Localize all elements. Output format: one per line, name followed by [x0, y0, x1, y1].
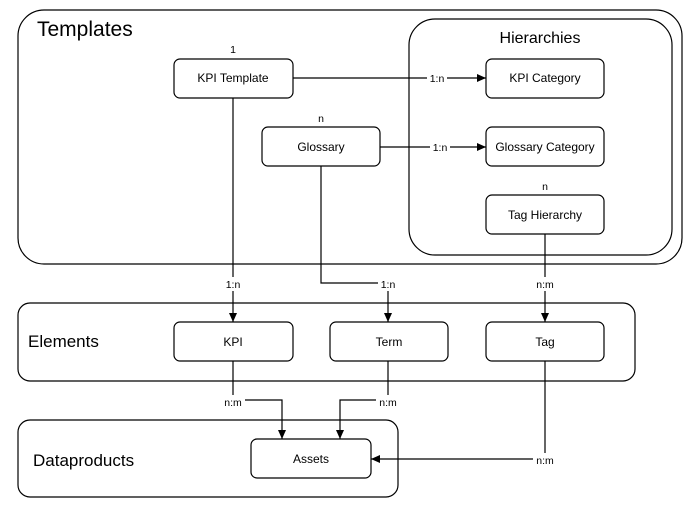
node-label: KPI Category: [509, 71, 580, 85]
edge-label-text: 1:n: [381, 279, 396, 291]
edge-label-term: 1:n: [378, 277, 398, 291]
elements-group: Elements: [17, 302, 636, 382]
edge-glossary-to-term: [320, 166, 392, 322]
node-label: KPI: [223, 335, 242, 349]
edge-label-term-assets: n:m: [376, 395, 400, 409]
node-assets[interactable]: Assets: [250, 438, 372, 479]
edge-label-glossary-category: 1:n: [430, 140, 450, 154]
edge-label-tag-assets: n:m: [533, 453, 557, 467]
node-label: Tag: [535, 335, 554, 349]
edge-label-kpi-assets: n:m: [221, 395, 245, 409]
edge-label-text: 1:n: [430, 73, 445, 85]
node-tag-hierarchy[interactable]: Tag Hierarchy: [485, 194, 605, 235]
templates-title: Templates: [37, 18, 133, 41]
node-tag[interactable]: Tag: [485, 321, 605, 362]
edge-label-kpi: 1:n: [223, 277, 243, 291]
node-label: KPI Template: [197, 71, 268, 85]
edge-label-text: n:m: [224, 397, 242, 409]
node-glossary[interactable]: Glossary: [261, 126, 381, 167]
node-glossary-category[interactable]: Glossary Category: [485, 126, 605, 167]
node-kpi-template[interactable]: KPI Template: [173, 58, 294, 99]
node-kpi-category[interactable]: KPI Category: [485, 58, 605, 99]
edge-label-text: n:m: [536, 279, 554, 291]
node-kpi[interactable]: KPI: [173, 321, 294, 362]
node-label: Glossary: [297, 140, 344, 154]
edge-label-text: 1:n: [226, 279, 241, 291]
node-term[interactable]: Term: [329, 321, 449, 362]
edge-label-text: n:m: [536, 455, 554, 467]
tag-hierarchy-cardinality: n: [542, 181, 548, 193]
edge-label-text: 1:n: [433, 142, 448, 154]
elements-title: Elements: [28, 332, 99, 351]
node-label: Term: [376, 335, 403, 349]
node-label: Glossary Category: [495, 140, 594, 154]
hierarchies-title: Hierarchies: [500, 30, 581, 47]
node-label: Assets: [293, 452, 329, 466]
kpi-template-cardinality: 1: [230, 44, 236, 56]
edge-label-tag: n:m: [533, 277, 557, 291]
edge-term-to-assets: [336, 361, 389, 439]
edge-label-kpi-category: 1:n: [427, 71, 447, 85]
edge-kpi-to-assets: [232, 361, 286, 439]
glossary-cardinality: n: [318, 113, 324, 125]
edge-label-text: n:m: [379, 397, 397, 409]
dataproducts-title: Dataproducts: [33, 451, 134, 470]
node-label: Tag Hierarchy: [508, 208, 582, 222]
